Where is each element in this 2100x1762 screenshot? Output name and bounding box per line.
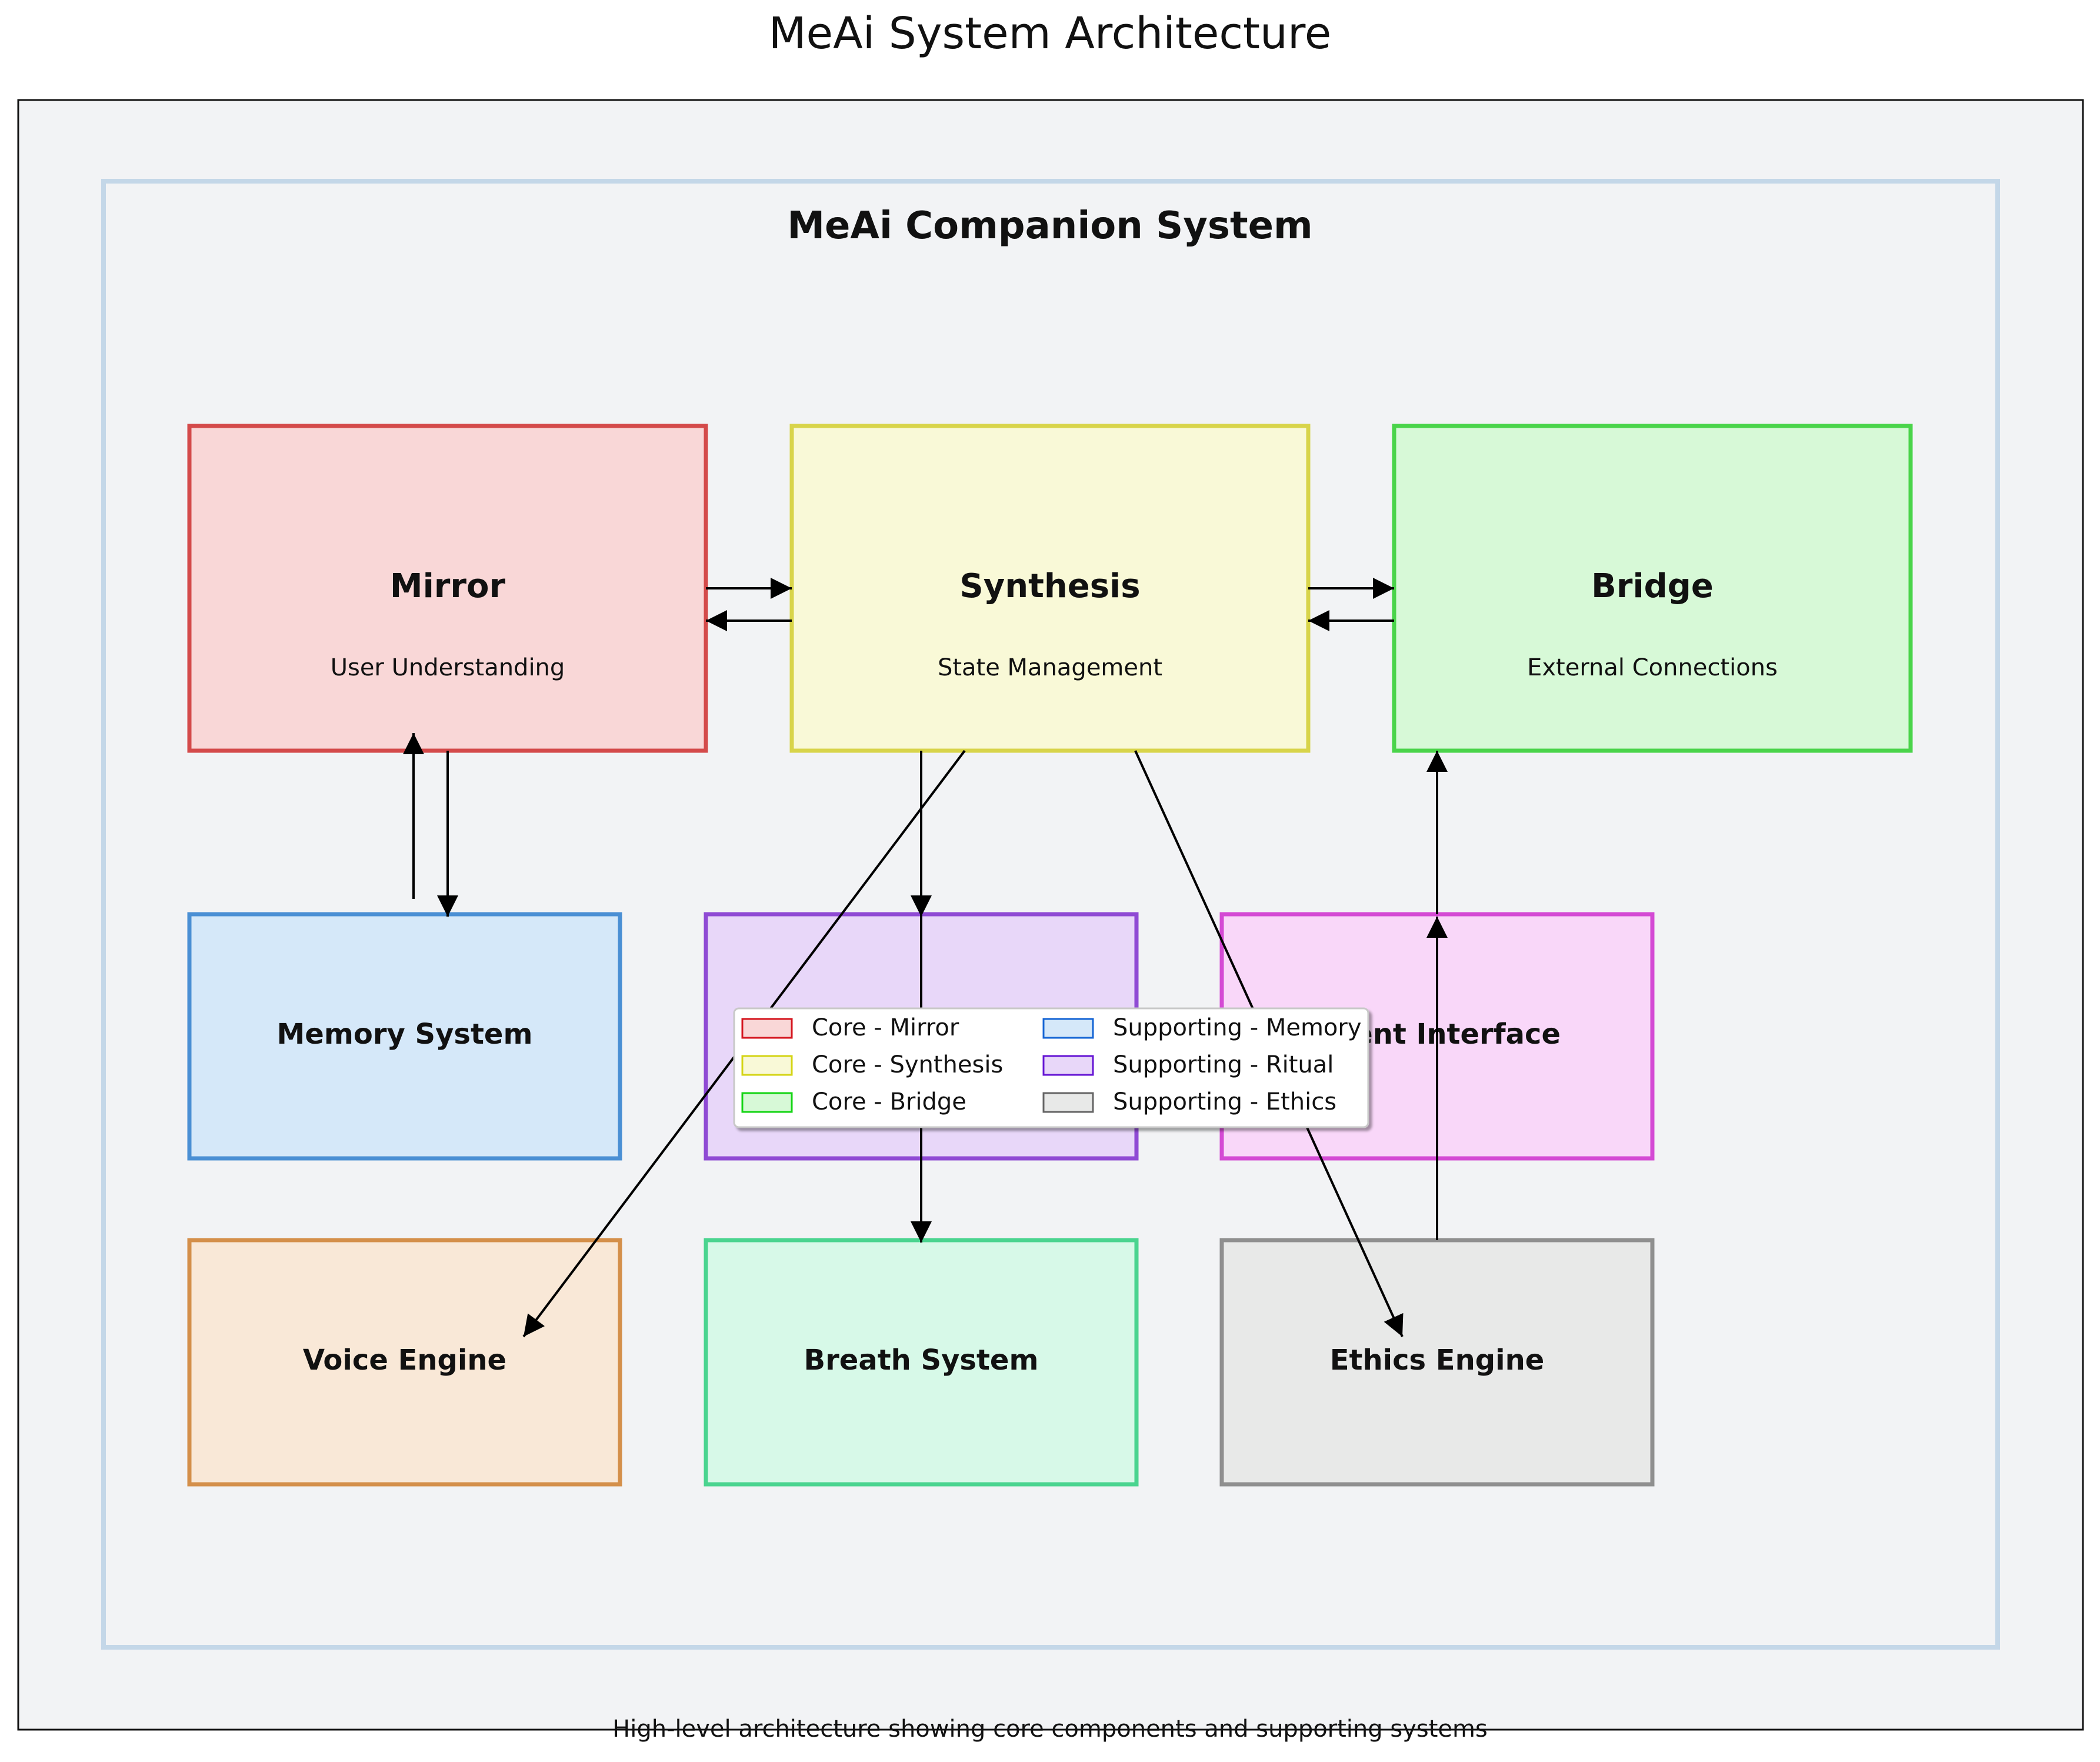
legend-swatch (1042, 1092, 1094, 1113)
synthesis-box (789, 424, 1311, 753)
legend-label: Supporting - Ethics (1113, 1088, 1336, 1115)
memory-title: Memory System (277, 1018, 533, 1051)
legend-label: Core - Synthesis (812, 1051, 1003, 1078)
memory-box (187, 912, 622, 1161)
bridge-title: Bridge (1591, 567, 1714, 605)
voice-box (187, 1238, 622, 1487)
synthesis-title: Synthesis (959, 567, 1140, 605)
breath-title: Breath System (804, 1344, 1039, 1377)
voice-title: Voice Engine (303, 1344, 506, 1377)
node-memory: Memory System (187, 912, 622, 1161)
legend-swatch (1042, 1055, 1094, 1076)
node-bridge: Bridge External Connections (1392, 424, 1913, 753)
legend-label: Core - Bridge (812, 1088, 966, 1115)
legend-swatch (741, 1055, 793, 1076)
legend-label: Supporting - Ritual (1113, 1051, 1334, 1078)
ethics-box (1219, 1238, 1655, 1487)
synthesis-subtitle: State Management (938, 654, 1162, 681)
node-breath: Breath System (704, 1238, 1139, 1487)
mirror-subtitle: User Understanding (331, 654, 565, 681)
bridge-subtitle: External Connections (1527, 654, 1778, 681)
legend-swatch (1042, 1018, 1094, 1039)
bridge-box (1392, 424, 1913, 753)
node-synthesis: Synthesis State Management (789, 424, 1311, 753)
node-ethics: Ethics Engine (1219, 1238, 1655, 1487)
diagram-title: MeAi System Architecture (769, 8, 1332, 59)
ethics-title: Ethics Engine (1330, 1344, 1545, 1377)
legend-swatch (741, 1092, 793, 1113)
container-title: MeAi Companion System (787, 204, 1312, 248)
node-voice: Voice Engine (187, 1238, 622, 1487)
mirror-box (187, 424, 708, 753)
diagram-caption: High-level architecture showing core com… (612, 1716, 1488, 1743)
mirror-title: Mirror (390, 567, 506, 605)
legend-swatch (741, 1018, 793, 1039)
legend-label: Core - Mirror (812, 1014, 959, 1041)
legend-label: Supporting - Memory (1113, 1014, 1362, 1041)
node-mirror: Mirror User Understanding (187, 424, 708, 753)
